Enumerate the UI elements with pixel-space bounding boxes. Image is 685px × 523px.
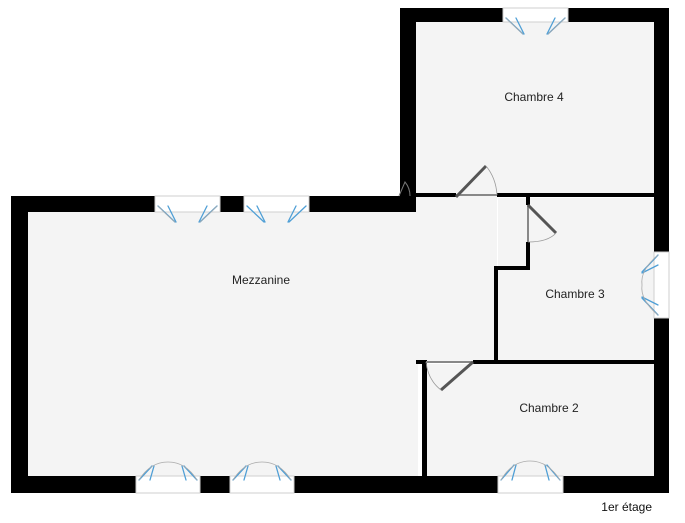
partition-c3-west-top [526, 197, 530, 205]
wall-east-upper [654, 8, 669, 252]
door-stair-small [398, 181, 411, 197]
wall-west [11, 196, 28, 493]
window-chambre-3 [641, 251, 670, 319]
door-chambre-4 [454, 164, 498, 199]
wall-mezzanine-top-mid [220, 196, 244, 212]
windows [135, 7, 670, 494]
door-chambre-3 [526, 203, 558, 243]
wall-mezzanine-top-left [11, 196, 155, 212]
floor-chambre-3 [498, 198, 654, 360]
partition-c2-top-left [416, 360, 426, 364]
room-label-chambre-2: Chambre 2 [519, 401, 579, 415]
floor-chambre-4 [416, 22, 654, 194]
wall-north-right [568, 8, 669, 22]
door-chambre-2 [425, 360, 474, 392]
floor-label: 1er étage [601, 500, 652, 514]
floor-chambre-2 [427, 364, 654, 476]
wall-south-east [563, 476, 669, 493]
window-chambre-4 [502, 7, 569, 35]
wall-south-mid [200, 476, 230, 493]
partition-c3-step [494, 266, 530, 270]
floor-mezzanine-east [415, 196, 497, 362]
partition-c2-west [422, 360, 427, 478]
partition-c3-west-mid [526, 242, 530, 270]
partition-c3-west-low [494, 266, 498, 362]
partition-c4-bottom-left [416, 193, 456, 197]
wall-south-right [294, 476, 498, 493]
window-mezzanine-top-2 [243, 195, 310, 223]
room-floors [28, 22, 654, 476]
wall-north-left [400, 8, 503, 22]
interior-walls [416, 193, 654, 478]
doors [398, 164, 558, 392]
exterior-walls [11, 8, 669, 493]
room-label-mezzanine: Mezzanine [232, 273, 290, 287]
floor-mezzanine [28, 212, 418, 476]
partition-c2-top [473, 360, 654, 364]
wall-east-lower [654, 318, 669, 493]
window-chambre-2 [497, 460, 564, 494]
room-label-chambre-4: Chambre 4 [504, 90, 564, 104]
window-mezzanine-bottom-2 [229, 461, 295, 494]
wall-mezzanine-top-right [309, 196, 416, 212]
wall-south-left [11, 476, 136, 493]
partition-c4-bottom-right [497, 193, 654, 197]
window-mezzanine-bottom-1 [135, 461, 201, 494]
wall-chambre4-west [400, 8, 416, 212]
room-label-chambre-3: Chambre 3 [545, 287, 605, 301]
window-mezzanine-top-1 [154, 195, 221, 223]
